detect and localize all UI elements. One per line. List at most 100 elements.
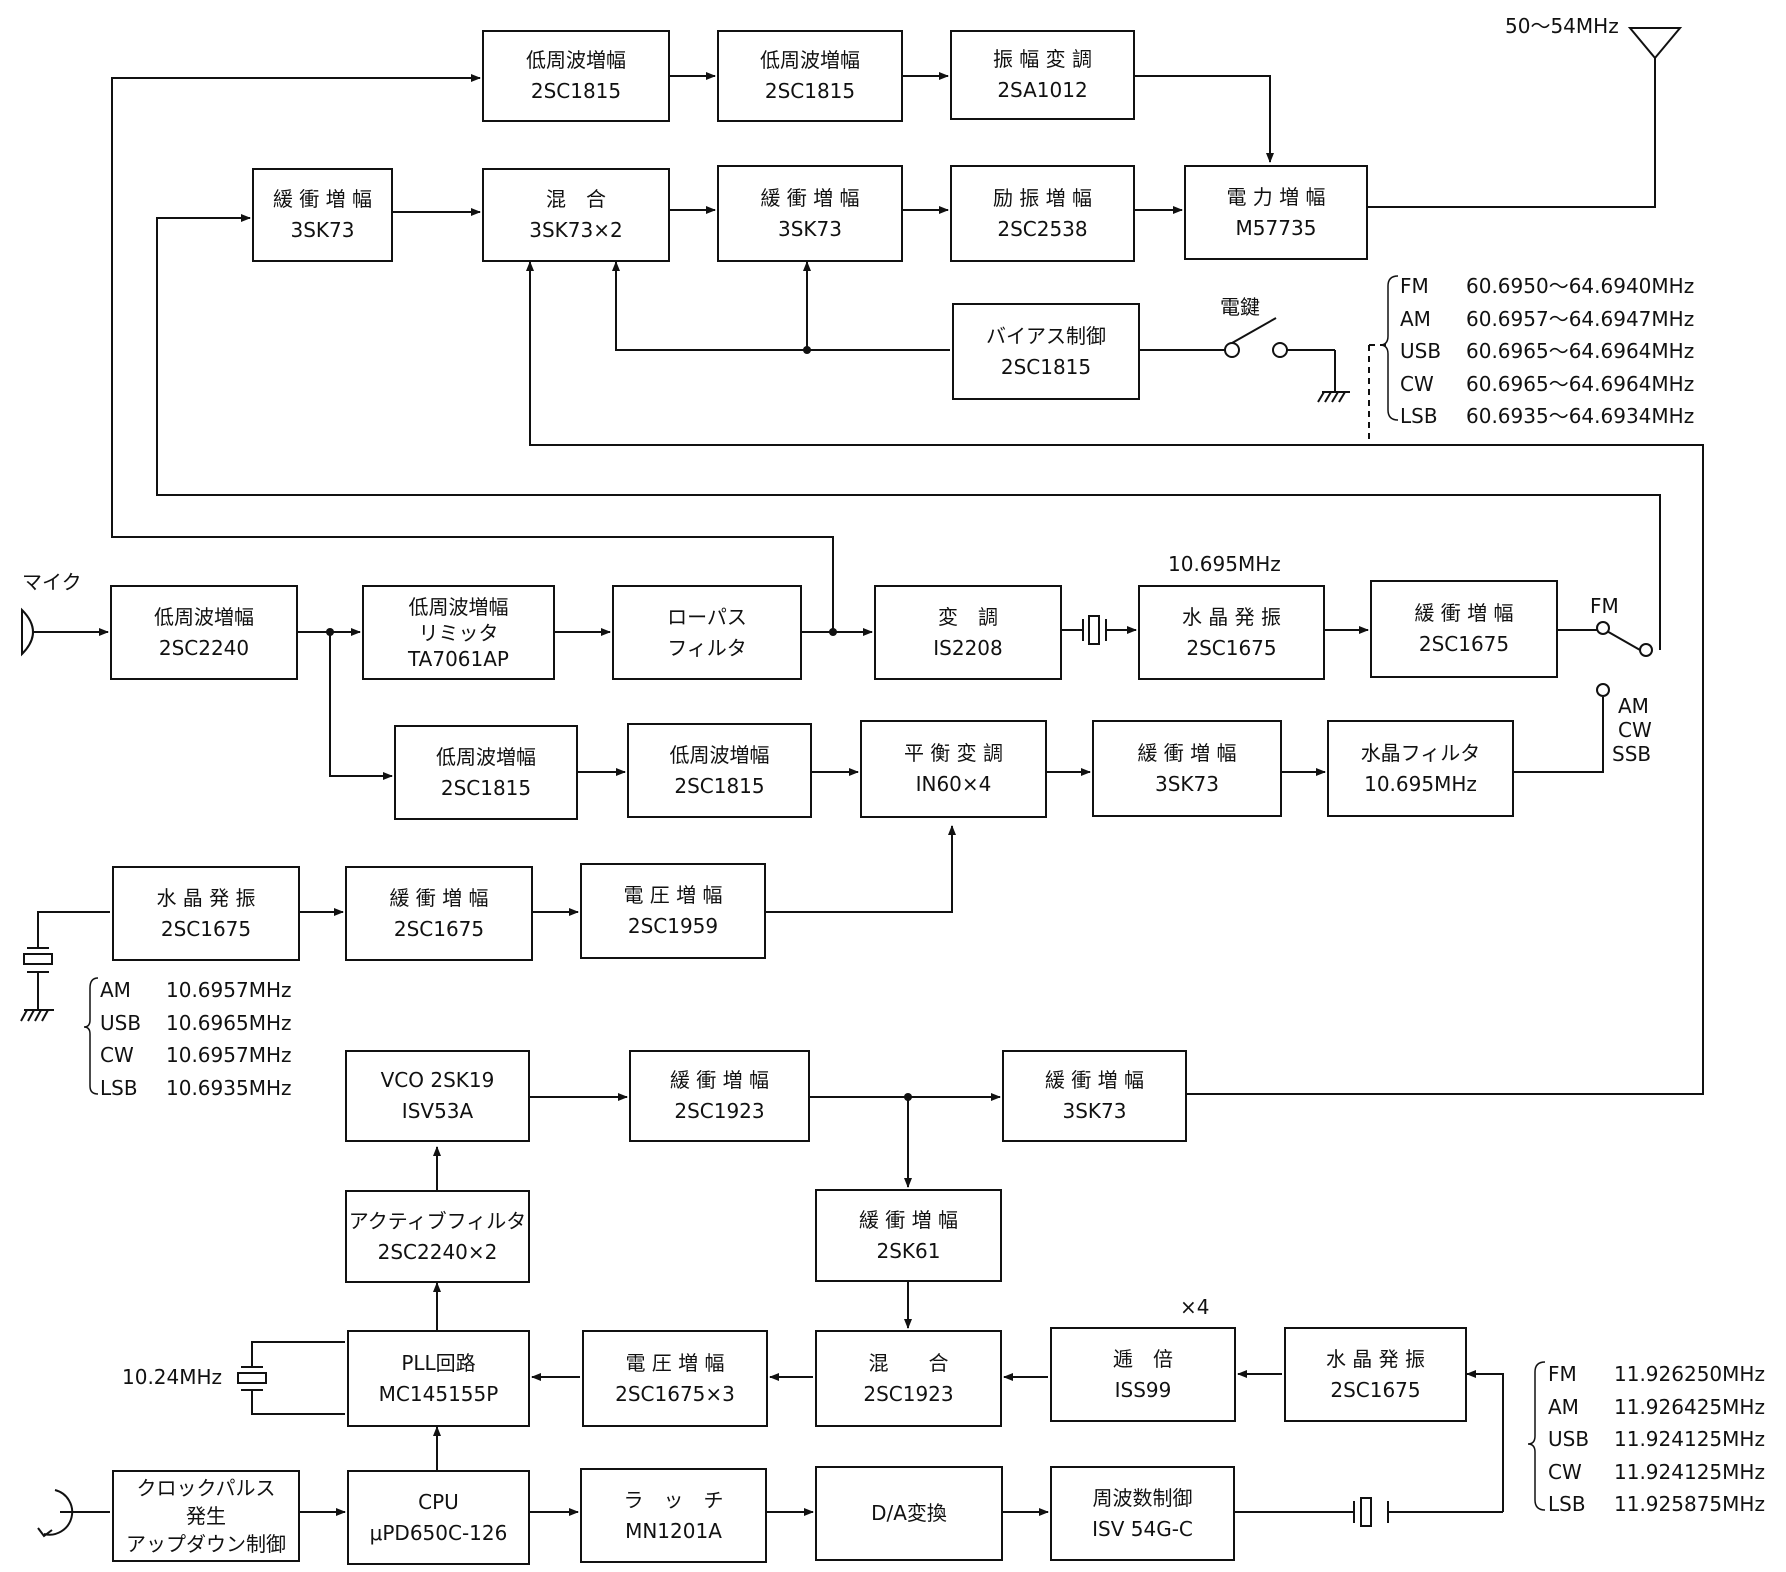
block-name: 振 幅 変 調 xyxy=(992,47,1093,71)
pll-voltage-amp: 電 圧 増 幅 2SC1675×3 xyxy=(582,1330,768,1427)
block-name: 変 調 xyxy=(938,604,998,629)
block-part: 2SC1675 xyxy=(1330,1377,1421,1402)
low-pass-filter: ローパス フィルタ xyxy=(612,585,802,680)
af-amp-1: 低周波増幅 2SC1815 xyxy=(482,30,670,122)
block-part: 2SC1923 xyxy=(674,1099,765,1123)
antenna-icon xyxy=(1627,27,1683,60)
block-part: 2SC1815 xyxy=(440,775,532,800)
freq: 10.6957MHz xyxy=(166,1043,292,1067)
table-row: CW 60.6965～64.6964MHz xyxy=(1400,368,1694,401)
mode: CW xyxy=(100,1043,134,1067)
wire xyxy=(251,1390,345,1415)
bracket xyxy=(1527,1361,1546,1511)
block-name: 低周波増幅 xyxy=(669,742,770,767)
block-part: 3SK73 xyxy=(778,216,842,241)
block-part: 2SC1815 xyxy=(530,79,622,103)
block-name: 緩 衝 増 幅 xyxy=(389,885,489,910)
microphone-icon xyxy=(21,607,34,657)
block-part: 10.695MHz xyxy=(1364,771,1477,796)
buffer-amp-2sk61: 緩 衝 増 幅 2SK61 xyxy=(815,1189,1002,1282)
block-name: VCO 2SK19 xyxy=(380,1068,495,1092)
mode: LSB xyxy=(1400,404,1438,428)
block-part: IN60×4 xyxy=(915,772,992,796)
block-name: ラ ッ チ xyxy=(623,1487,724,1512)
block-part: 3SK73 xyxy=(1062,1099,1127,1123)
fm-osc-freq-label: 10.695MHz xyxy=(1168,552,1281,576)
freq: 60.6957～64.6947MHz xyxy=(1466,306,1695,331)
af-limiter: 低周波増幅 リミッタ TA7061AP xyxy=(362,585,555,680)
ssb-buffer-amp: 緩 衝 増 幅 3SK73 xyxy=(1092,720,1282,817)
wire xyxy=(251,1341,345,1367)
amplitude-modulator: 振 幅 変 調 2SA1012 xyxy=(950,30,1135,120)
block-name: 水晶フィルタ xyxy=(1360,740,1481,765)
freq: 10.6965MHz xyxy=(166,1010,292,1035)
block-name: 低周波増幅 xyxy=(154,604,254,629)
crystal-icon xyxy=(237,1366,267,1391)
junction-dot xyxy=(829,628,837,636)
block-part: フィルタ xyxy=(667,635,747,660)
block-name: 低周波増幅 xyxy=(526,48,626,72)
vco-buffer-amp-2: 緩 衝 増 幅 3SK73 xyxy=(1002,1050,1187,1142)
pll-mixer: 混 合 2SC1923 xyxy=(815,1330,1002,1427)
mode: FM xyxy=(1548,1362,1577,1386)
fm-switch-label: FM xyxy=(1590,594,1619,618)
crystal-icon xyxy=(1353,1497,1389,1527)
band-label: 50～54MHz xyxy=(1505,14,1619,38)
ground-icon xyxy=(20,1009,54,1022)
mode-switch-icon xyxy=(1596,621,1653,697)
table-row: CW 11.924125MHz xyxy=(1548,1456,1765,1489)
cw-switch-label: CW xyxy=(1618,718,1652,742)
freq: 11.924125MHz xyxy=(1614,1459,1765,1484)
block-name: バイアス制御 xyxy=(986,323,1106,348)
block-name: 緩 衝 増 幅 xyxy=(760,185,860,210)
tx-mixer: 混 合 3SK73×2 xyxy=(482,168,670,262)
block-part: 2SC1815 xyxy=(764,79,856,103)
table-row: USB 10.6965MHz xyxy=(100,1007,292,1040)
block-part: 2SC1815 xyxy=(1000,354,1092,379)
mode: LSB xyxy=(1548,1492,1586,1516)
block-name: クロックパルス xyxy=(136,1476,276,1500)
mode: LSB xyxy=(100,1075,138,1100)
freq: 60.6965～64.6964MHz xyxy=(1466,371,1695,396)
driver-amp: 励 振 増 幅 2SC2538 xyxy=(950,165,1135,262)
ssb-switch-label: SSB xyxy=(1612,742,1652,766)
mode: USB xyxy=(100,1010,142,1035)
crystal-filter: 水晶フィルタ 10.695MHz xyxy=(1327,720,1514,817)
block-name: 緩 衝 増 幅 xyxy=(1414,601,1514,625)
carrier-buffer-amp: 緩 衝 増 幅 2SC1675 xyxy=(345,866,533,961)
freq: 11.926425MHz xyxy=(1614,1394,1765,1419)
mode: AM xyxy=(1548,1394,1579,1419)
block-name: 電 圧 増 幅 xyxy=(625,1350,725,1375)
block-name: 平 衡 変 調 xyxy=(903,741,1004,765)
block-name: 低周波増幅 xyxy=(760,48,860,72)
block-name: 緩 衝 増 幅 xyxy=(1137,740,1237,765)
block-part: 2SA1012 xyxy=(997,78,1088,102)
block-name: 電 力 増 幅 xyxy=(1226,184,1326,209)
block-part: MC145155P xyxy=(378,1381,499,1406)
mic-amp: 低周波増幅 2SC2240 xyxy=(110,585,298,680)
wire xyxy=(612,261,807,351)
block-part: 2SC1923 xyxy=(863,1381,954,1406)
block-part: ISV53A xyxy=(401,1099,474,1123)
freq: 60.6950～64.6940MHz xyxy=(1466,274,1695,298)
ground-icon xyxy=(1317,391,1350,403)
reference-crystal-osc: 水 晶 発 振 2SC1675 xyxy=(1284,1327,1467,1422)
junction-dot xyxy=(803,346,811,354)
freq: 10.6957MHz xyxy=(166,978,292,1002)
block-part: 3SK73 xyxy=(1155,771,1219,796)
block-part: 2SC1675 xyxy=(1186,635,1277,660)
wire xyxy=(1368,58,1656,208)
block-part: M57735 xyxy=(1235,215,1317,240)
block-part: 3SK73 xyxy=(290,218,355,242)
mode: CW xyxy=(1548,1459,1582,1484)
bracket xyxy=(1379,275,1399,421)
block-part: 2SC1675×3 xyxy=(615,1381,735,1406)
block-part: 3SK73×2 xyxy=(529,218,623,242)
mode: CW xyxy=(1400,371,1434,396)
